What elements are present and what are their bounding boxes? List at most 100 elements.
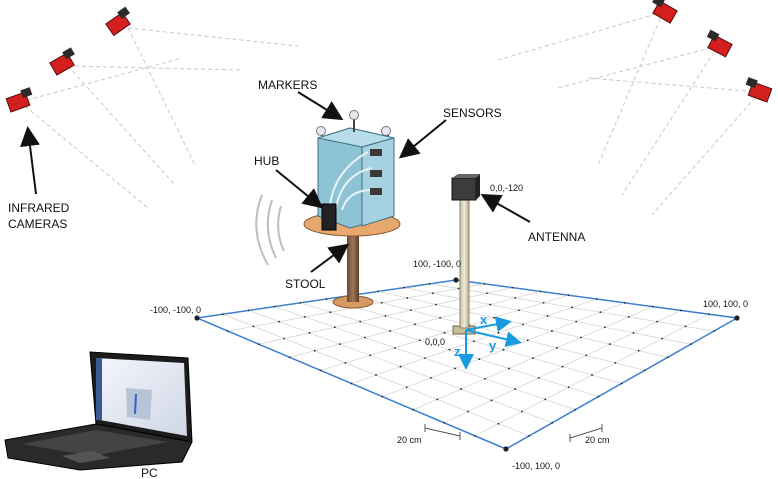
- grid-corner-dot: [453, 277, 459, 283]
- infrared-camera-4: [652, 0, 678, 24]
- grid-dot: [497, 422, 500, 425]
- grid-dot: [571, 306, 573, 309]
- grid-dot: [457, 287, 460, 290]
- scale-label-right: 20 cm: [585, 435, 610, 445]
- grid-dot: [278, 320, 281, 323]
- grid-dot: [511, 286, 514, 289]
- grid-dot: [508, 367, 510, 370]
- grid-dot: [436, 398, 439, 401]
- grid-dot: [338, 343, 341, 346]
- grid-corner-dot: [194, 315, 200, 321]
- markers: [316, 110, 391, 136]
- grid-dot: [585, 354, 588, 357]
- grid-dot: [603, 326, 606, 329]
- grid-dot: [591, 374, 593, 376]
- grid-dot: [303, 316, 306, 318]
- grid-dot: [454, 367, 456, 370]
- grid-dot: [579, 336, 582, 339]
- grid-dot: [551, 330, 553, 332]
- grid-dot: [443, 421, 446, 424]
- grid-dot: [514, 297, 517, 299]
- antenna: [451, 174, 480, 335]
- grid-dot: [684, 325, 687, 328]
- grid-dot: [403, 286, 406, 289]
- grid-dot: [539, 290, 542, 293]
- grid-dot: [489, 303, 492, 306]
- grid-dot: [599, 311, 602, 314]
- grid-dot: [623, 301, 626, 304]
- grid-dot: [490, 399, 493, 402]
- grid-dot: [522, 323, 524, 326]
- callout-arrows: [20, 91, 531, 273]
- label-sensors: SENSORS: [443, 106, 502, 120]
- grid-dot: [661, 337, 664, 340]
- grid-dot: [247, 309, 250, 312]
- grid-dot: [689, 343, 692, 346]
- grid-dot: [325, 298, 328, 300]
- grid-dot: [414, 323, 416, 326]
- grid-dot: [520, 410, 523, 413]
- hub-box: [317, 127, 395, 231]
- z-axis-label: z: [454, 344, 461, 359]
- grid-dot: [380, 301, 383, 304]
- grid-dot: [637, 349, 640, 352]
- infrared-camera-3: [5, 87, 33, 113]
- grid-dot: [288, 356, 291, 359]
- grid-dot: [443, 331, 446, 334]
- grid-dot: [473, 340, 475, 343]
- grid-dot: [409, 309, 412, 312]
- grid-dot: [567, 294, 570, 297]
- grid-dot: [394, 346, 396, 349]
- grid-dot: [708, 313, 710, 316]
- grid-dot: [608, 343, 611, 346]
- grid-dot: [359, 320, 362, 323]
- grid-dot: [350, 382, 353, 385]
- grid-dot: [319, 369, 322, 372]
- grid-dot: [299, 301, 302, 304]
- label-infrared: INFRARED: [8, 201, 70, 215]
- grid-dot: [257, 343, 260, 346]
- grid-dot: [514, 388, 517, 390]
- grid-dot: [497, 331, 500, 334]
- grid-dot: [544, 398, 547, 401]
- grid-dot: [439, 316, 441, 319]
- grid-dot: [597, 395, 600, 398]
- coord-left-corner: -100, -100, 0: [150, 305, 201, 315]
- grid-dot: [460, 388, 463, 390]
- x-axis-label: x: [480, 312, 488, 327]
- grid-dot: [333, 326, 336, 329]
- grid-dot: [429, 282, 431, 285]
- laptop-pc: [4, 351, 193, 471]
- grid-dot: [643, 369, 646, 372]
- grid-dot: [405, 386, 408, 389]
- grid-dot: [448, 348, 451, 351]
- grid-dot: [429, 376, 432, 379]
- signal-waves: [255, 194, 285, 266]
- grid-dot: [532, 357, 534, 360]
- grid-dot: [542, 301, 545, 304]
- grid-dot: [656, 320, 659, 323]
- grid-dot: [546, 315, 549, 317]
- grid-dot: [627, 316, 630, 318]
- grid-dot: [574, 408, 577, 411]
- grid-dot: [485, 292, 488, 295]
- label-stool: STOOL: [285, 277, 326, 291]
- grid-dot: [344, 361, 347, 364]
- grid-dot: [424, 357, 426, 360]
- grid-dot: [551, 421, 554, 424]
- grid-dot: [389, 330, 391, 332]
- grid-dot: [595, 298, 598, 300]
- grid-dot: [483, 282, 485, 285]
- scale-bar-right: [569, 424, 603, 442]
- grid-dot: [666, 356, 669, 359]
- camera-view-lines: [19, 11, 761, 216]
- grid-dot: [614, 361, 617, 364]
- grid-dot: [384, 315, 387, 317]
- grid-dot: [713, 330, 715, 332]
- grid-dot: [273, 305, 276, 308]
- label-cameras: CAMERAS: [8, 217, 67, 231]
- label-pc: PC: [141, 466, 158, 479]
- scale-label-left: 20 cm: [397, 435, 422, 445]
- grid-dot: [252, 325, 255, 328]
- grid-dot: [484, 377, 487, 380]
